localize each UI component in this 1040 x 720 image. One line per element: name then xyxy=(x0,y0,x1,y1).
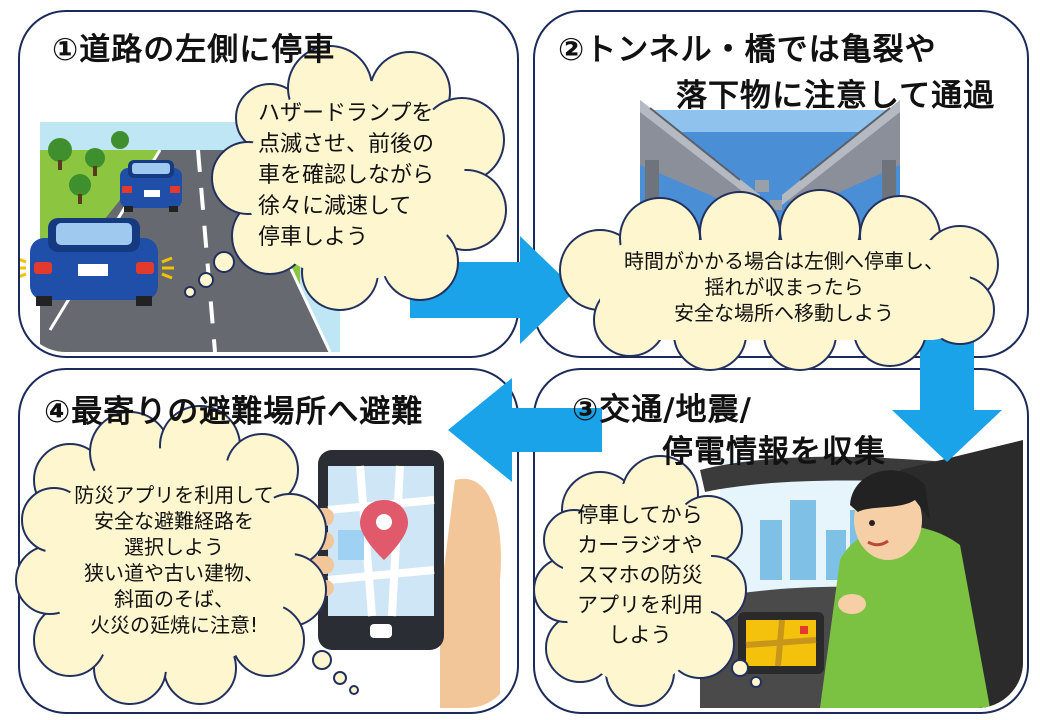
step2-bubble-text: 時間がかかる場合は左側へ停車し、 揺れが収まったら 安全な場所へ移動しよう xyxy=(574,248,994,326)
step2-bubble-line: 時間がかかる場合は左側へ停車し、 xyxy=(624,249,944,273)
step3-title-line1: ③交通/地震/ xyxy=(572,392,752,428)
step3-bubble-line: しよう xyxy=(608,623,672,647)
step2-bubble-line: 安全な場所へ移動しよう xyxy=(674,301,894,325)
step1-title: ①道路の左側に停車 xyxy=(52,32,336,68)
step4-bubble-line: 安全な避難経路を xyxy=(94,509,254,533)
step3-bubble-line: 停車してから xyxy=(577,503,703,527)
step4-bubble-text: 防災アプリを利用して 安全な避難経路を 選択しよう 狭い道や古い建物、 斜面のそ… xyxy=(40,482,308,638)
step1-bubble-line: 車を確認しながら xyxy=(258,163,435,188)
step4-bubble-line: 斜面のそば、 xyxy=(114,587,234,611)
step2-title-line2: 落下物に注意して通過 xyxy=(676,78,996,114)
step4-title: ④最寄りの避難場所へ避難 xyxy=(44,394,424,430)
step3-bubble-line: アプリを利用 xyxy=(577,593,703,617)
step1-bubble-line: 徐々に減速して xyxy=(258,194,412,219)
step4-bubble-line: 防災アプリを利用して xyxy=(74,483,274,507)
step4-bubble-line: 選択しよう xyxy=(124,535,224,559)
step2-bubble-line: 揺れが収まったら xyxy=(704,275,864,299)
step3-bubble-line: カーラジオや xyxy=(577,533,703,557)
step3-title-line2: 停電情報を収集 xyxy=(662,434,886,470)
step4-bubble-line: 狭い道や古い建物、 xyxy=(84,561,264,585)
step3-bubble-line: スマホの防災 xyxy=(577,563,703,587)
step1-bubble-line: 停車しよう xyxy=(258,225,369,250)
step4-bubble-line: 火災の延焼に注意! xyxy=(89,613,259,637)
step3-bubble-text: 停車してから カーラジオや スマホの防災 アプリを利用 しよう xyxy=(560,500,720,650)
step1-bubble-text: ハザードランプを 点滅させ、前後の 車を確認しながら 徐々に減速して 停車しよう xyxy=(258,98,434,253)
step1-bubble-line: 点滅させ、前後の xyxy=(258,132,435,157)
step2-title-line1: ②トンネル・橋では亀裂や xyxy=(558,32,937,68)
step1-bubble-line: ハザードランプを xyxy=(258,101,434,126)
